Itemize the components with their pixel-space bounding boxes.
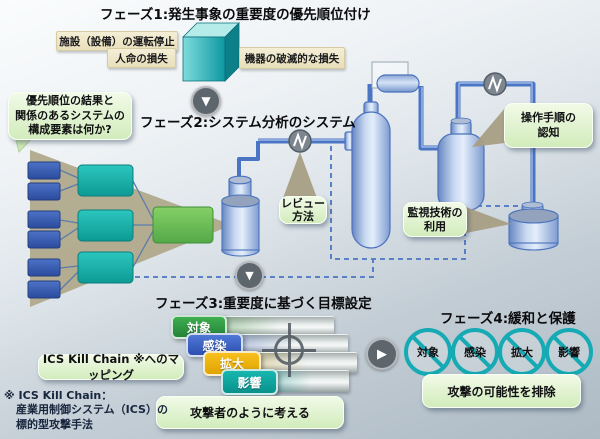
tank-vessel	[221, 175, 260, 257]
phase1-note-equipment-loss: 機器の破滅的な損失	[239, 47, 345, 69]
prohibited-impact-label: 影響	[558, 346, 580, 359]
phase2-title: フェーズ2:システム分析のシステム	[140, 115, 356, 131]
target-crosshair-icon	[262, 323, 316, 377]
component-box	[27, 258, 61, 277]
monitoring-callout: 監視技術の 利用	[403, 202, 467, 237]
subsystem-box	[77, 209, 134, 242]
bottle-vessel	[437, 117, 485, 211]
question-bubble: 優先順位の結果と 関係のあるシステムの 構成要素は何か?	[8, 92, 132, 140]
phase3-title: フェーズ3:重要度に基づく目標設定	[155, 296, 372, 312]
component-box	[27, 161, 61, 180]
subsystem-boxes	[77, 164, 134, 284]
eliminate-attack-label: 攻撃の可能性を排除	[422, 374, 581, 408]
footnote-line: 産業用制御システム（ICS）の	[16, 403, 168, 417]
killchain-bar	[214, 316, 334, 336]
component-box	[27, 182, 61, 201]
killchain-bar	[266, 370, 349, 392]
prohibited-infect-label: 感染	[464, 346, 486, 359]
footnote-line: 標的型攻撃手法	[16, 417, 93, 431]
priority-result-box	[152, 206, 214, 244]
right-chevron-icon: ▶	[366, 338, 398, 370]
callout-cones	[283, 108, 511, 233]
column-vessel	[344, 101, 391, 249]
prohibited-infect-icon: 感染	[451, 328, 499, 376]
prohibited-expand-label: 拡大	[511, 346, 533, 359]
component-box	[27, 280, 61, 299]
overhead-drum-vessel	[376, 74, 420, 93]
component-boxes	[27, 161, 61, 299]
phase4-title: フェーズ4:緩和と保護	[440, 311, 576, 327]
prohibited-expand-icon: 拡大	[498, 328, 546, 376]
monitoring-callout-cone	[466, 207, 511, 233]
subsystem-box	[77, 251, 134, 284]
review-callout-cone	[283, 152, 317, 198]
think-like-attacker-label: 攻撃者のように考える	[156, 396, 344, 429]
operation-callout-cone	[472, 108, 505, 147]
review-callout: レビュー 方法	[279, 196, 327, 224]
crosshair-vline	[287, 323, 291, 377]
down-chevron-glyph: ▼	[245, 269, 254, 282]
down-chevron-glyph: ▼	[201, 94, 211, 108]
step-impact: 影響	[221, 369, 278, 395]
fault-tree-connectors	[59, 169, 154, 291]
down-chevron-icon: ▼	[191, 86, 221, 116]
valve-icon	[288, 129, 312, 153]
pump-drum-vessel	[508, 201, 559, 251]
component-box	[27, 210, 61, 229]
phase1-title: フェーズ1:発生事象の重要度の優先順位付け	[100, 7, 371, 23]
priority-cube	[182, 22, 240, 82]
subsystem-box	[77, 164, 134, 197]
footnote: ※ ICS Kill Chain： 産業用制御システム（ICS）の 標的型攻撃手…	[4, 389, 168, 432]
mapping-label: ICS Kill Chain ※へのマッピング	[38, 352, 184, 382]
prohibited-target-icon: 対象	[404, 328, 452, 376]
down-chevron-icon: ▼	[235, 261, 264, 290]
phase1-note-life-loss: 人命の損失	[107, 48, 176, 68]
component-box	[27, 230, 61, 249]
phase1-note-shutdown: 施設（設備）の運転停止	[56, 31, 178, 51]
footnote-line: ※ ICS Kill Chain：	[4, 389, 113, 402]
prohibited-impact-icon: 影響	[545, 328, 593, 376]
prohibited-target-label: 対象	[417, 346, 439, 359]
valve-icon	[483, 72, 507, 96]
right-chevron-glyph: ▶	[377, 346, 387, 362]
operation-callout: 操作手順の 認知	[504, 103, 593, 148]
